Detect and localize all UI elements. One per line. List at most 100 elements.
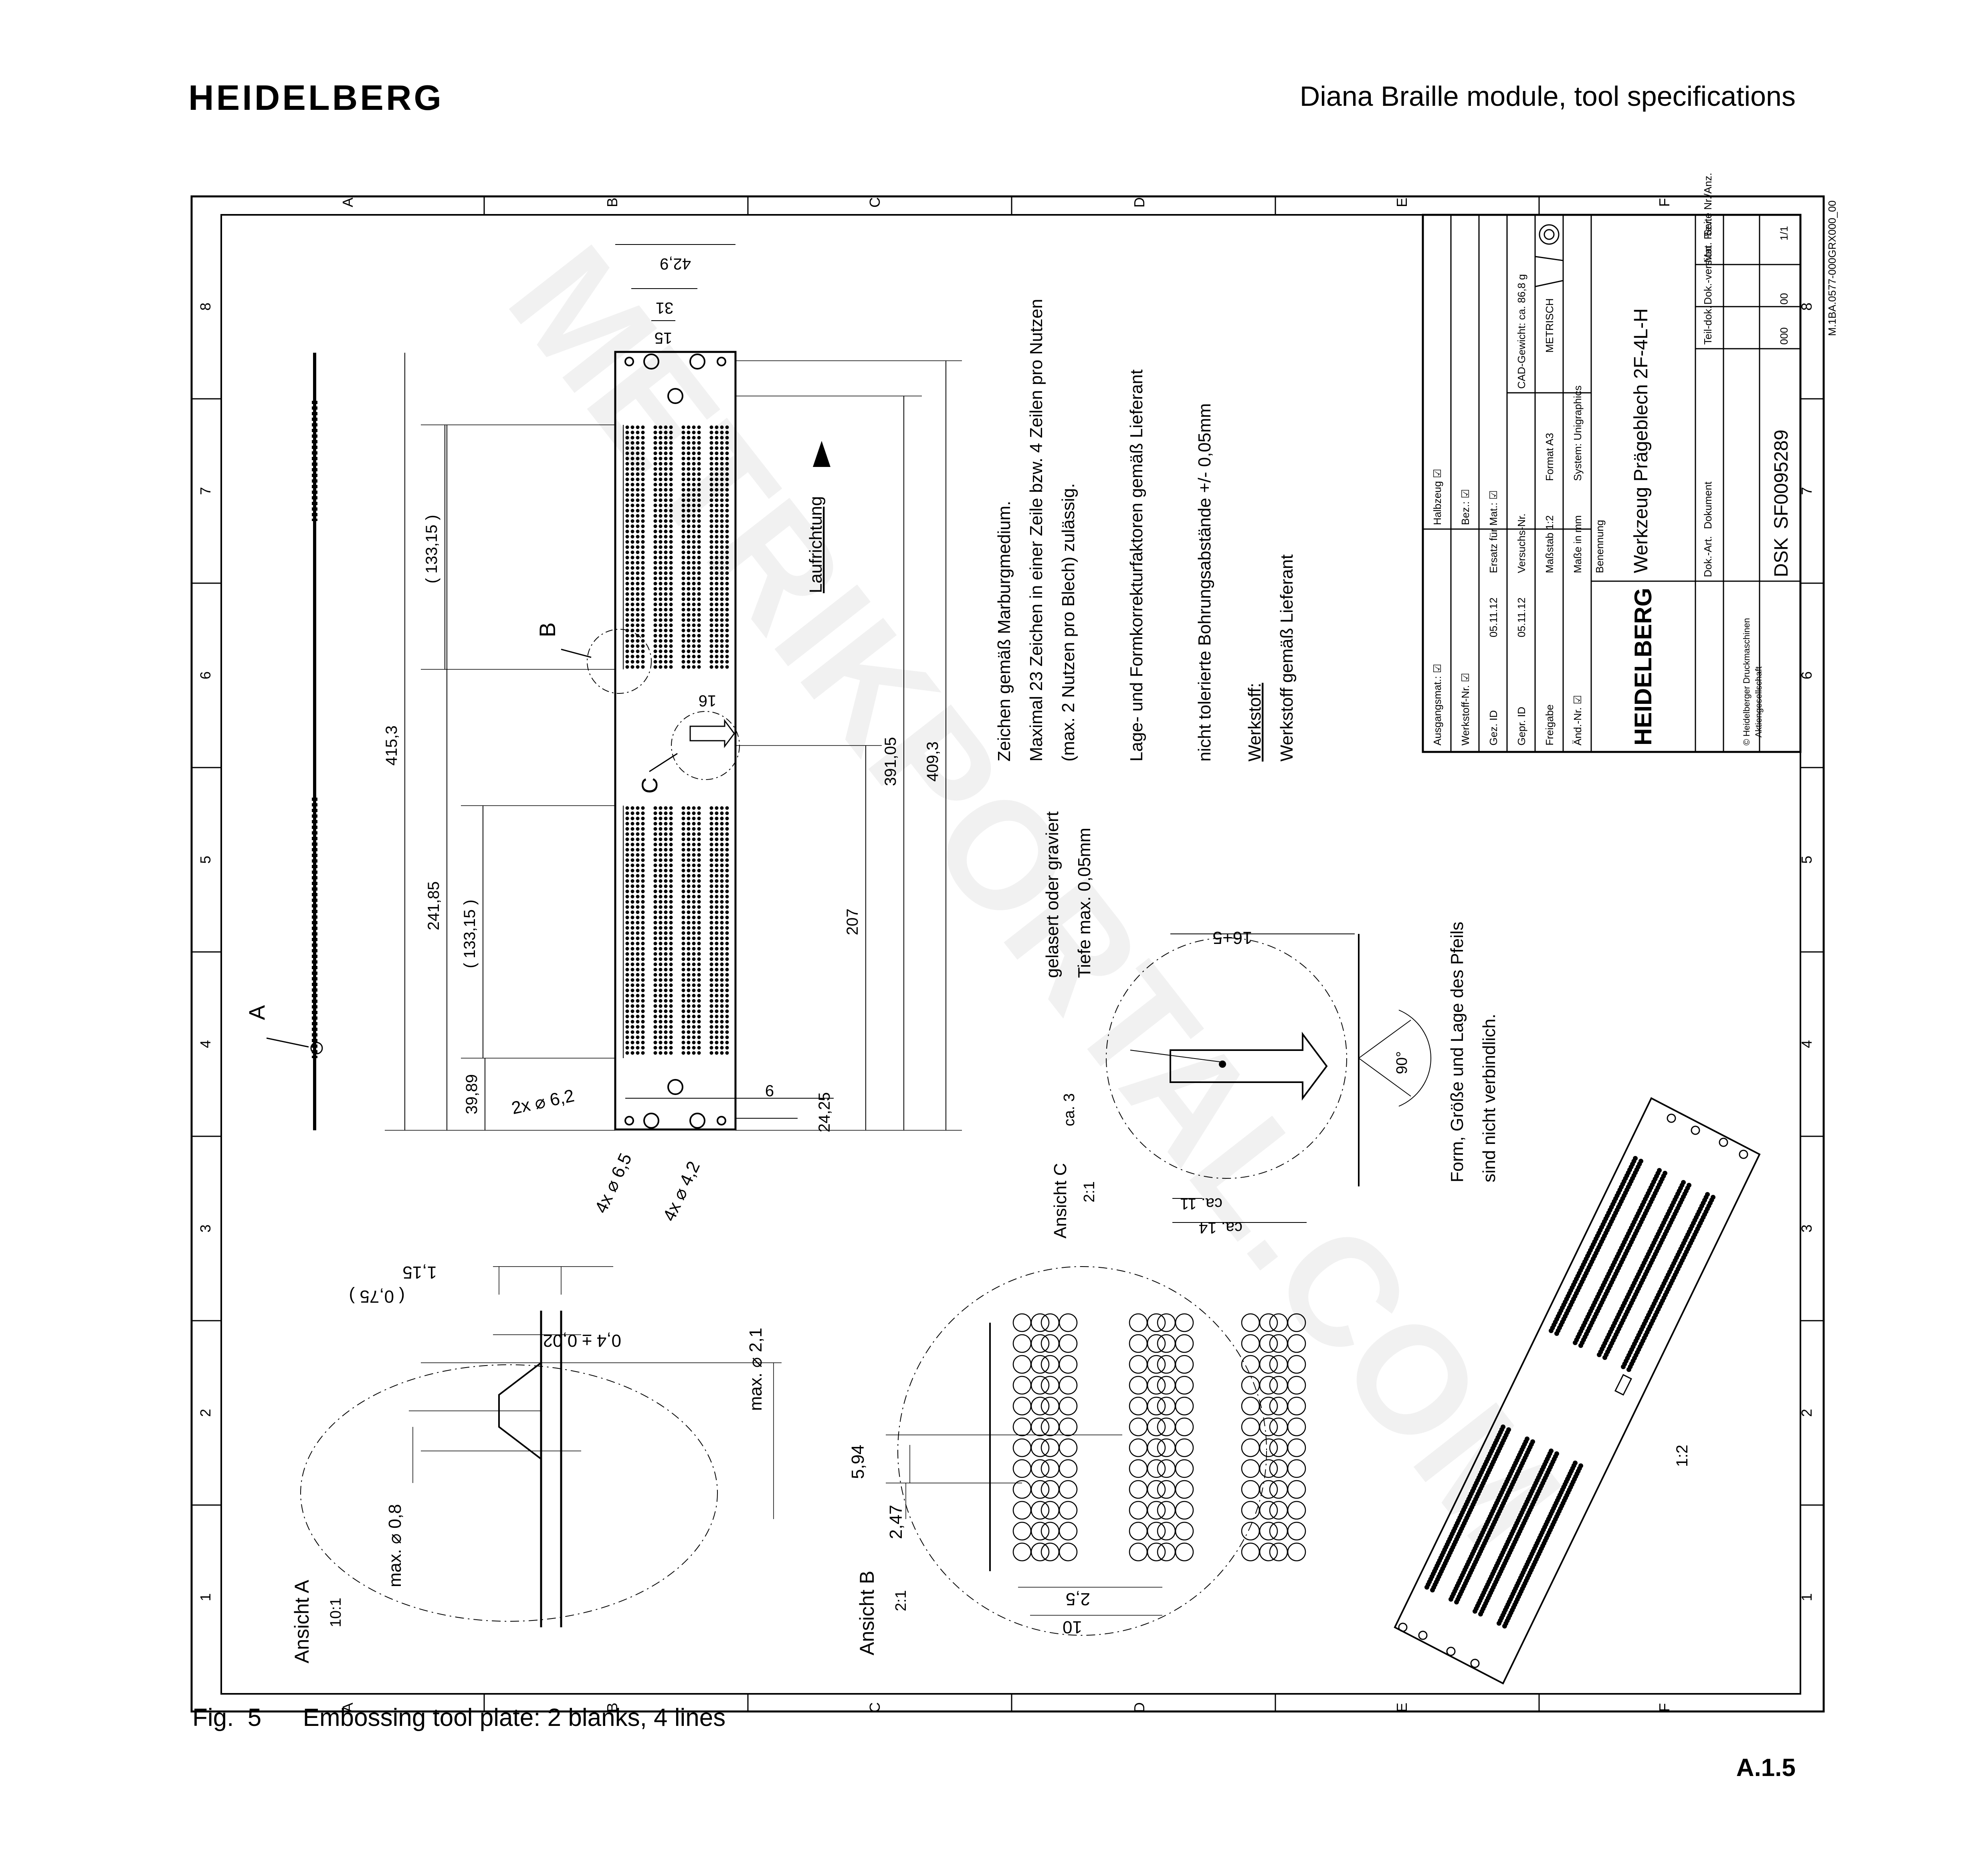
braille-dot <box>687 535 691 539</box>
braille-dot <box>715 576 719 580</box>
braille-dot <box>697 1030 701 1034</box>
braille-dot <box>1525 1437 1529 1441</box>
braille-dot <box>720 535 724 539</box>
view-b <box>886 1266 1267 1636</box>
braille-dot <box>641 942 645 946</box>
braille-dot <box>709 874 713 878</box>
braille-dot <box>709 1004 713 1008</box>
braille-dot <box>636 858 640 862</box>
braille-dot <box>636 660 640 664</box>
braille-dot <box>715 952 719 956</box>
braille-dot <box>725 446 729 450</box>
braille-dot <box>659 462 663 466</box>
braille-dot <box>697 628 701 632</box>
braille-dot <box>697 858 701 862</box>
tb-gepr-date: 05.11.12 <box>1515 598 1527 637</box>
braille-dot <box>697 816 701 820</box>
braille-dot <box>630 853 634 857</box>
braille-dot <box>664 879 668 883</box>
braille-dot <box>697 655 701 659</box>
braille-dot <box>669 988 673 992</box>
braille-dot <box>630 582 634 586</box>
braille-dot <box>625 1014 629 1018</box>
braille-dot <box>625 545 629 549</box>
braille-dot <box>625 665 629 669</box>
braille-dot <box>630 869 634 873</box>
braille-dot <box>697 910 701 914</box>
braille-dot <box>664 644 668 648</box>
braille-dot <box>636 618 640 622</box>
braille-dot <box>1259 1480 1278 1499</box>
braille-dot <box>641 535 645 539</box>
braille-dot <box>692 957 696 961</box>
dim-0-4: 0,4 ± 0,02 <box>543 1331 621 1350</box>
braille-dot <box>664 1046 668 1050</box>
braille-dot <box>709 597 713 601</box>
braille-dot <box>636 994 640 998</box>
braille-dot <box>1287 1313 1306 1332</box>
braille-dot <box>641 832 645 836</box>
dim-39: 39,89 <box>463 1074 481 1114</box>
braille-dot <box>664 477 668 481</box>
braille-dot <box>664 582 668 586</box>
tb-masse: Maße in mm <box>1572 515 1584 573</box>
braille-dot <box>725 1025 729 1029</box>
braille-dot <box>715 936 719 940</box>
braille-dot <box>697 529 701 533</box>
braille-dot <box>653 639 657 643</box>
braille-dot <box>669 811 673 815</box>
braille-dot <box>653 999 657 1003</box>
braille-dot <box>630 931 634 935</box>
braille-dot <box>720 660 724 664</box>
braille-dot <box>653 430 657 434</box>
braille-dot <box>720 874 724 878</box>
braille-dot <box>715 1030 719 1034</box>
braille-dot <box>692 441 696 445</box>
braille-dot <box>709 665 713 669</box>
braille-dot <box>653 634 657 638</box>
braille-dot <box>720 503 724 507</box>
braille-dot <box>669 488 673 492</box>
braille-dot <box>1638 1159 1643 1164</box>
braille-dot <box>625 566 629 570</box>
braille-dot <box>709 649 713 653</box>
braille-dot <box>692 535 696 539</box>
braille-dot <box>681 952 685 956</box>
braille-dot <box>681 618 685 622</box>
braille-dot <box>653 1020 657 1024</box>
braille-dot <box>659 1046 663 1050</box>
braille-dot <box>720 822 724 826</box>
braille-dot <box>692 895 696 899</box>
braille-dot <box>653 1030 657 1034</box>
braille-dot <box>720 816 724 820</box>
braille-dot <box>653 483 657 487</box>
braille-dot <box>697 503 701 507</box>
braille-dot <box>625 994 629 998</box>
braille-dot <box>687 900 691 904</box>
braille-dot <box>697 467 701 471</box>
braille-dot <box>1175 1417 1194 1437</box>
dim-6: 6 <box>765 1082 774 1100</box>
braille-dot <box>659 874 663 878</box>
braille-dot <box>687 915 691 919</box>
braille-dot <box>697 462 701 466</box>
braille-dot <box>725 623 729 627</box>
braille-dot <box>659 519 663 523</box>
braille-dot <box>709 973 713 977</box>
braille-dot <box>709 561 713 565</box>
border-number: 5 <box>197 856 214 864</box>
braille-dot <box>664 853 668 857</box>
braille-dot <box>664 827 668 831</box>
braille-dot <box>1287 1376 1306 1395</box>
braille-dot <box>692 488 696 492</box>
braille-dot <box>715 634 719 638</box>
braille-dot <box>630 879 634 883</box>
border-number: 5 <box>1798 856 1815 864</box>
braille-dot <box>715 519 719 523</box>
braille-dot <box>1175 1313 1194 1332</box>
braille-dot <box>687 545 691 549</box>
braille-dot <box>641 623 645 627</box>
braille-dot <box>1157 1480 1176 1499</box>
braille-dot <box>720 498 724 502</box>
braille-dot <box>720 566 724 570</box>
